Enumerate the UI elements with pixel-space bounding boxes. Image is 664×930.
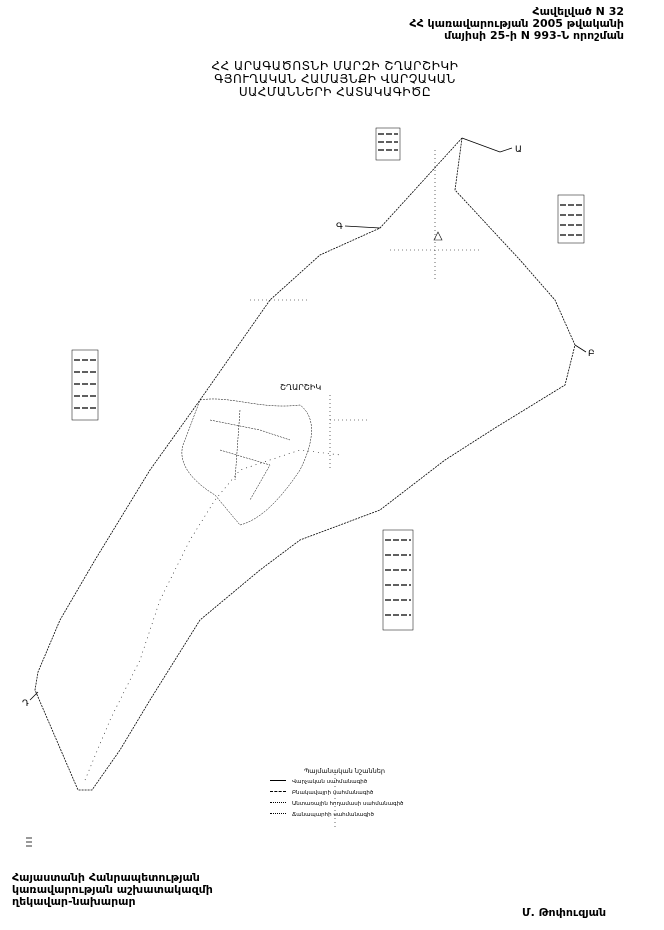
road-line	[84, 449, 341, 781]
scale-mark	[26, 837, 32, 847]
corner-label-b: Բ	[588, 349, 595, 359]
village-label: ՇՂԱՐՇԻԿ	[280, 383, 322, 392]
legend-dotted-symbol	[270, 812, 286, 819]
signatory-name: Մ. Թոփուզյան	[522, 906, 607, 919]
footer-line: կառավարության աշխատակազմի	[12, 883, 213, 896]
legend-item-label: Բնակավայրի սահմանագիծ	[292, 790, 374, 796]
village-area	[181, 398, 312, 526]
header-line: մայիսի 25-ի N 993-Ն որոշման	[444, 29, 624, 42]
corner-label-g: Գ	[336, 222, 343, 232]
coordinate-table-rows	[74, 133, 582, 616]
footer-line: Հայաստանի Հանրապետության	[12, 871, 200, 884]
corner-label-d: Դ	[22, 699, 29, 709]
header-line: Հավելված N 32	[532, 5, 624, 18]
legend-item-label: Անտառային հողամասի սահմանագիծ	[292, 801, 404, 807]
map-legend: Պայմանական նշաններ Վարչական սահմանագիծ Բ…	[270, 766, 403, 821]
legend-dotted-symbol	[270, 801, 286, 808]
coordinate-table	[71, 127, 585, 631]
legend-item: Վարչական սահմանագիծ	[270, 777, 403, 788]
map-title: ՀՀ ԱՐԱԳԱԾՈՏՆԻ ՄԱՐԶԻ ՇՂԱՐՇԻԿԻ ԳՅՈՒՂԱԿԱՆ Հ…	[200, 60, 470, 99]
legend-item: Ճանապարհի սահմանագիծ	[270, 810, 403, 821]
header-line: ՀՀ կառավարության 2005 թվականի	[409, 17, 624, 30]
legend-item-label: Ճանապարհի սահմանագիծ	[292, 812, 374, 818]
map-grid	[250, 150, 480, 830]
signatory-title: Հայաստանի Հանրապետության կառավարության ա…	[12, 872, 213, 908]
legend-item: Բնակավայրի սահմանագիծ	[270, 788, 403, 799]
title-line: ՀՀ ԱՐԱԳԱԾՈՏՆԻ ՄԱՐԶԻ ՇՂԱՐՇԻԿԻ	[211, 59, 459, 73]
legend-title: Պայմանական նշաններ	[304, 767, 386, 775]
legend-dashed-symbol	[270, 790, 286, 797]
title-line: ՍԱՀՄԱՆՆԵՐԻ ՀԱՏԱԿԱԳԻԾԸ	[238, 85, 432, 99]
title-line: ԳՅՈՒՂԱԿԱՆ ՀԱՄԱՅՆՔԻ ՎԱՐՉԱԿԱՆ	[214, 72, 456, 86]
administrative-boundary	[34, 137, 576, 791]
legend-line-symbol	[270, 779, 286, 786]
legend-item: Անտառային հողամասի սահմանագիծ	[270, 799, 403, 810]
legend-item-label: Վարչական սահմանագիծ	[292, 779, 368, 785]
appendix-header: Հավելված N 32 ՀՀ կառավարության 2005 թվակ…	[409, 6, 624, 42]
triangulation-point-icon	[433, 231, 443, 241]
corner-label-a: Ա	[515, 145, 522, 155]
footer-line: ղեկավար-նախարար	[12, 895, 136, 908]
